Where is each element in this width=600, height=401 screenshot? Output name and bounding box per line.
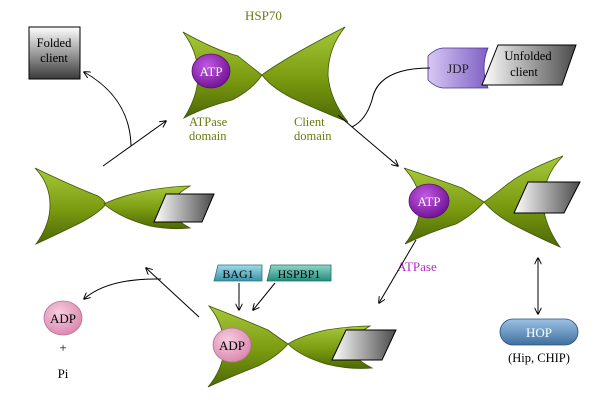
plus-sign: + [59,340,66,355]
arrow-nucleotide-exchange [146,268,200,318]
hsp70-atp-bound-top: ATP [182,26,349,123]
client-domain-label-line2: domain [294,129,332,143]
bag1-label: BAG1 [222,267,253,281]
jdp-label: JDP [447,61,469,76]
folded-client-box: Folded client [28,26,81,80]
atpase-domain-label-line2: domain [189,129,227,143]
released-adp-label: ADP [50,311,76,326]
atpase-domain-label-line1: ATPase [189,115,228,129]
client-domain-label-line1: Client [294,115,325,129]
arrow-hspbp1-binding [253,282,276,310]
unfolded-client-box: Unfolded client [481,44,577,86]
arrow-adp-release [84,278,162,299]
adp-nucleotide [212,327,252,363]
folded-client-label-line1: Folded [37,36,72,50]
adp-label: ADP [219,338,245,353]
folded-client-label-line2: client [40,51,68,65]
bag1-box: BAG1 [213,264,263,282]
atpase-step-label: ATPase [397,259,437,274]
hop-label: HOP [526,325,552,340]
client-parallelogram [153,193,215,223]
unfolded-client-label-line2: client [510,65,538,79]
atp-nucleotide [408,183,450,219]
unfolded-client-label-line1: Unfolded [504,49,552,63]
arrow-atp-hydrolysis [379,239,417,303]
hsp70-atp-client-right: ATP [403,155,581,248]
atp-label: ATP [199,64,222,79]
hsp70-closed-left [34,167,215,246]
client-parallelogram [331,329,397,361]
arrow-to-folded-client [84,72,132,147]
client-parallelogram [513,181,581,214]
hsp70-adp-client-bottom: ADP [207,305,397,388]
hspbp1-label: HSPBP1 [278,267,321,281]
hop-partners-label: (Hip, CHIP) [508,351,570,365]
hop-box: HOP [499,318,579,346]
released-adp: ADP [43,300,83,336]
arrows [84,67,538,318]
client-domain-shape [261,26,349,123]
arrow-to-atp-client-complex [337,114,398,166]
pi-label: Pi [58,366,69,381]
atp-nucleotide [191,53,231,89]
arrow-to-atp-hsp70 [102,121,166,167]
atpase-domain-shape [34,167,107,246]
arrow-jdp-joins [351,67,431,128]
hspbp1-box: HSPBP1 [266,264,332,282]
jdp-tag: JDP [427,47,489,89]
atp-label: ATP [417,194,440,209]
hsp70-title: HSP70 [245,8,282,23]
